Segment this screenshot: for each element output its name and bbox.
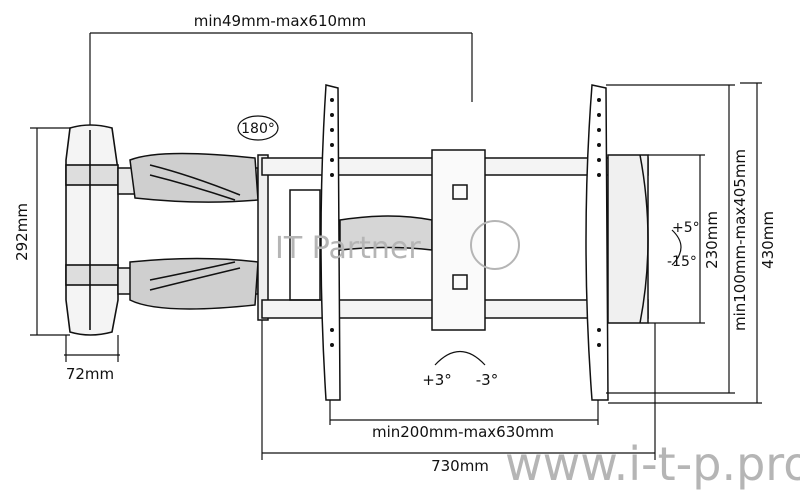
label-rotation-plus: +3° — [422, 371, 452, 389]
label-wall-distance: min49mm-max610mm — [194, 12, 367, 30]
wall-plate — [65, 124, 119, 336]
label-rail-height: 430mm — [759, 211, 777, 269]
rail-holes — [330, 98, 601, 347]
tilt-arrow-icon — [671, 229, 682, 266]
label-tilt-down: -15° — [667, 254, 697, 270]
dim-frame-height — [648, 154, 705, 324]
watermark-site: www.i-t-p.pro — [505, 437, 800, 491]
label-tilt-up: +5° — [672, 220, 700, 236]
label-frame-width: 730mm — [431, 457, 489, 475]
label-swivel: 180° — [241, 121, 275, 137]
dim-wall-distance — [89, 32, 473, 128]
dim-vesa-horizontal — [329, 400, 599, 425]
dim-wall-plate-height — [30, 127, 70, 336]
left-rail — [320, 84, 341, 401]
label-wall-plate-height: 292mm — [13, 203, 31, 261]
dim-frame-width — [261, 320, 656, 460]
watermark-logo: IT Partner — [275, 231, 421, 266]
dim-rail-height — [608, 82, 762, 404]
label-vesa-vertical: min100mm-max405mm — [731, 149, 749, 331]
tv-frame — [261, 149, 649, 331]
label-wall-plate-width: 72mm — [66, 365, 114, 383]
label-frame-height: 230mm — [703, 211, 721, 269]
right-rail — [585, 84, 609, 401]
swing-arms — [117, 152, 269, 321]
swivel-arrow-icon — [237, 115, 279, 141]
rotation-arrow-icon — [434, 351, 486, 366]
label-rotation-minus: -3° — [476, 371, 498, 389]
dim-wall-plate-width — [64, 335, 120, 362]
dim-vesa-vertical — [606, 84, 735, 394]
label-vesa-horizontal: min200mm-max630mm — [372, 423, 554, 441]
watermark-logo-icon — [470, 220, 520, 270]
